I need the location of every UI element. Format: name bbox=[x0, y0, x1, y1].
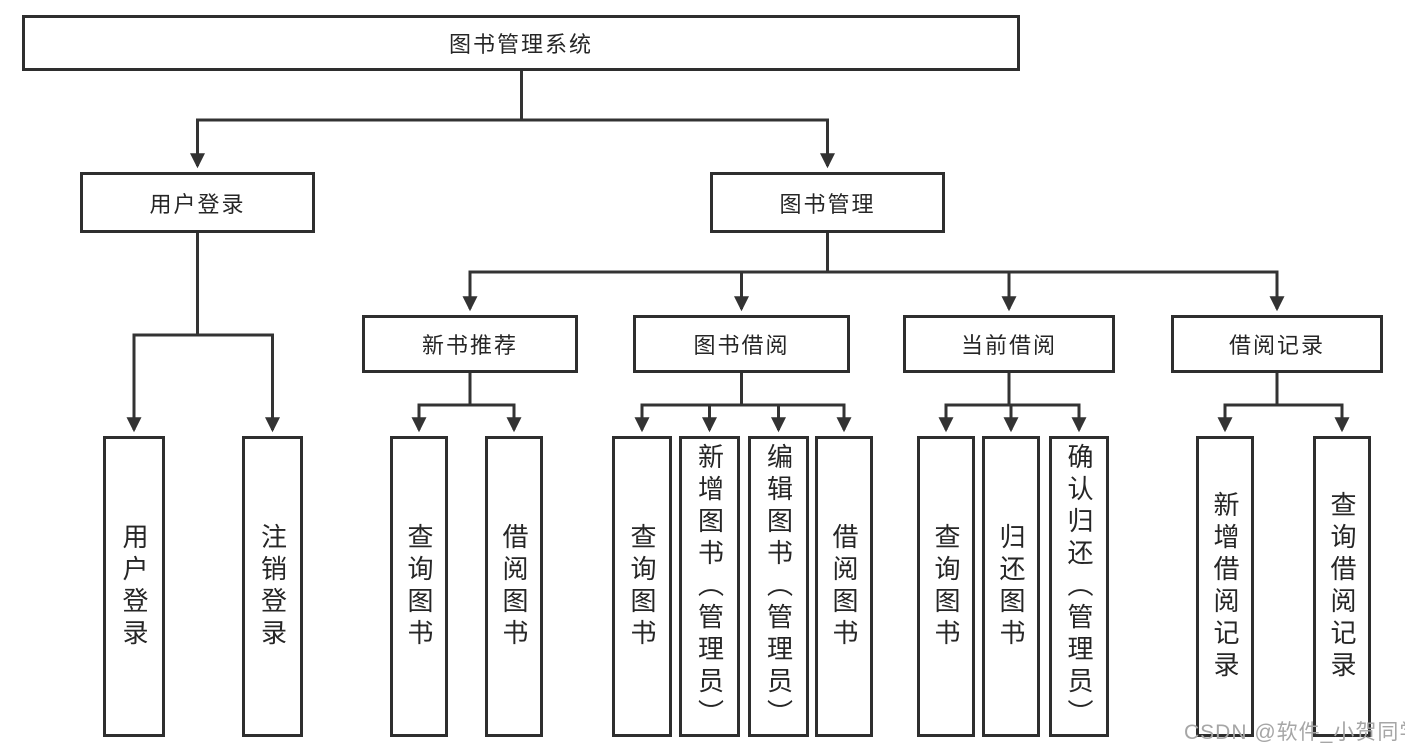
connector-borrow-to-leaves bbox=[634, 373, 852, 433]
leaf-return-books: 归还图书 bbox=[982, 436, 1040, 737]
leaf-logout: 注销登录 bbox=[242, 436, 303, 737]
node-current-borrowing: 当前借阅 bbox=[903, 315, 1115, 373]
connector-records-to-leaves bbox=[1217, 373, 1350, 433]
node-new-book-recommendation: 新书推荐 bbox=[362, 315, 578, 373]
leaf-query-books-current: 查询图书 bbox=[917, 436, 975, 737]
leaf-add-borrow-record: 新增借阅记录 bbox=[1196, 436, 1254, 737]
leaf-confirm-return-admin: 确认归还（管理员） bbox=[1049, 436, 1109, 737]
leaf-query-borrow-record: 查询借阅记录 bbox=[1313, 436, 1371, 737]
node-library-management-system: 图书管理系统 bbox=[22, 15, 1020, 71]
node-borrowing-records: 借阅记录 bbox=[1171, 315, 1383, 373]
connector-userlogin-to-leaves bbox=[126, 233, 280, 433]
leaf-user-login: 用户登录 bbox=[103, 436, 165, 737]
leaf-borrow-books: 借阅图书 bbox=[815, 436, 873, 737]
node-book-borrowing: 图书借阅 bbox=[633, 315, 850, 373]
leaf-edit-books-admin: 编辑图书（管理员） bbox=[748, 436, 809, 737]
connector-newbooks-to-leaves bbox=[411, 373, 522, 433]
leaf-borrow-books-recommend: 借阅图书 bbox=[485, 436, 543, 737]
leaf-query-books-recommend: 查询图书 bbox=[390, 436, 448, 737]
connector-current-to-leaves bbox=[938, 373, 1087, 433]
node-user-login: 用户登录 bbox=[80, 172, 315, 233]
leaf-query-books-borrow: 查询图书 bbox=[612, 436, 672, 737]
connector-bookmgmt-to-level3 bbox=[462, 233, 1285, 312]
connector-root-to-level2 bbox=[190, 71, 835, 169]
leaf-add-books-admin: 新增图书（管理员） bbox=[679, 436, 740, 737]
csdn-watermark: CSDN @软件_小贺同学 bbox=[1184, 721, 1405, 744]
node-book-management: 图书管理 bbox=[710, 172, 945, 233]
